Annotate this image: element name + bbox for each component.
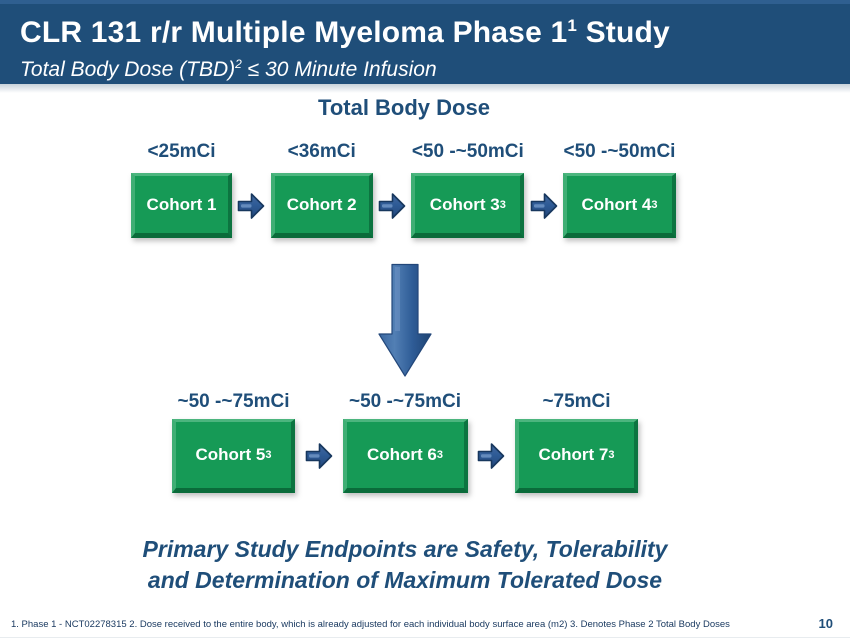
cohort-label: Cohort 1	[146, 194, 217, 214]
cohort-box-1: Cohort 1	[131, 173, 232, 238]
cohort-superscript: 3	[608, 449, 615, 461]
cohort-label: Cohort 7	[538, 445, 609, 464]
right-arrow-icon	[477, 419, 505, 493]
right-arrow-icon	[378, 173, 406, 238]
cohort-superscript: 3	[499, 198, 506, 211]
endpoint-line-2: and Determination of Maximum Tolerated D…	[147, 567, 663, 593]
cohort-superscript: 3	[436, 449, 443, 461]
cohort-superscript: 3	[651, 198, 658, 211]
slide-subtitle-superscript: 2	[235, 57, 242, 71]
cohort-box-2: Cohort 2	[270, 173, 373, 238]
slide-subtitle-suffix: ≤ 30 Minute Infusion	[241, 58, 437, 81]
down-arrow-icon	[377, 263, 433, 383]
endpoint-statement: Primary Study Endpoints are Safety, Tole…	[0, 534, 810, 596]
slide-title-text: CLR 131 r/r Multiple Myeloma Phase 1	[20, 16, 568, 49]
cohort-label: Cohort 6	[366, 445, 437, 464]
cohort-row-1: <25mCi Cohort 1 <36mCi Cohort 2 <50 -~50…	[131, 141, 676, 238]
cohort-1-column: <25mCi Cohort 1	[131, 141, 232, 238]
section-title: Total Body Dose	[318, 95, 490, 120]
cohort-label: Cohort 3	[429, 194, 500, 214]
endpoint-line-1: Primary Study Endpoints are Safety, Tole…	[142, 536, 668, 562]
footnotes: 1. Phase 1 - NCT02278315 2. Dose receive…	[11, 619, 730, 630]
slide-header: CLR 131 r/r Multiple Myeloma Phase 11 St…	[0, 0, 850, 84]
dose-label: ~75mCi	[542, 391, 611, 412]
dose-label: ~50 -~75mCi	[177, 391, 290, 412]
right-arrow-icon	[530, 173, 558, 238]
slide-subtitle: Total Body Dose (TBD)2 ≤ 30 Minute Infus…	[20, 51, 850, 83]
page-number: 10	[818, 616, 833, 631]
right-arrow-icon	[237, 173, 265, 238]
slide-title: CLR 131 r/r Multiple Myeloma Phase 11 St…	[20, 9, 850, 50]
cohort-label: Cohort 4	[581, 194, 652, 214]
cohort-label: Cohort 5	[195, 445, 266, 464]
header-divider	[0, 84, 850, 93]
cohort-label: Cohort 2	[286, 194, 357, 214]
dose-label: <36mCi	[287, 141, 356, 162]
cohort-2-column: <36mCi Cohort 2	[270, 141, 373, 238]
slide-title-suffix: Study	[577, 16, 670, 49]
right-arrow-icon	[305, 419, 333, 493]
dose-label: ~50 -~75mCi	[349, 391, 461, 412]
slide-title-superscript: 1	[567, 16, 578, 35]
cohort-superscript: 3	[265, 449, 272, 461]
dose-label: <50 -~50mCi	[563, 141, 676, 162]
slide-subtitle-text: Total Body Dose (TBD)	[20, 58, 236, 81]
dose-label: <25mCi	[147, 141, 216, 162]
dose-label: <50 -~50mCi	[411, 141, 524, 162]
